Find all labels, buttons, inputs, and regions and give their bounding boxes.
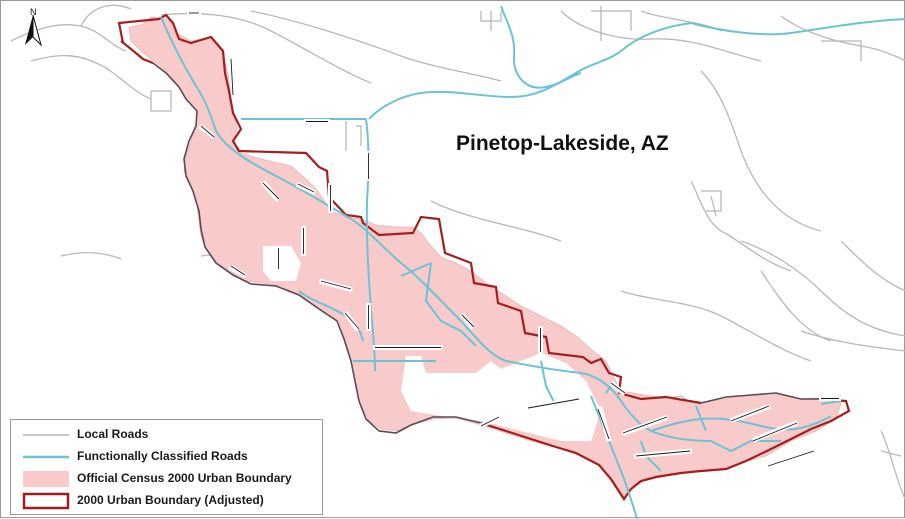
adjusted-boundary-swatch-icon <box>22 492 70 510</box>
legend-item-classified-roads: Functionally Classified Roads <box>11 447 322 467</box>
map-title: Pinetop-Lakeside, AZ <box>456 132 669 155</box>
local-roads-swatch-icon <box>23 434 69 436</box>
classified-roads-swatch-icon <box>23 455 69 459</box>
classified-roads-layer <box>160 5 905 519</box>
census-urban-boundary[interactable] <box>128 16 842 500</box>
legend-item-census-boundary: Official Census 2000 Urban Boundary <box>11 469 322 489</box>
legend-label: Official Census 2000 Urban Boundary <box>77 471 292 485</box>
legend-item-local-roads: Local Roads <box>11 425 322 445</box>
legend-label: Local Roads <box>77 427 149 441</box>
legend-label: Functionally Classified Roads <box>77 449 248 463</box>
map-legend: Local Roads Functionally Classified Road… <box>10 419 323 515</box>
adjusted-urban-boundary[interactable] <box>117 13 851 501</box>
north-label: N <box>30 7 37 17</box>
north-arrow-icon <box>19 7 47 49</box>
census-boundary-swatch-icon <box>23 471 69 487</box>
road-labels <box>187 11 841 469</box>
legend-item-adjusted-boundary: 2000 Urban Boundary (Adjusted) <box>11 491 322 511</box>
legend-label: 2000 Urban Boundary (Adjusted) <box>77 493 264 507</box>
